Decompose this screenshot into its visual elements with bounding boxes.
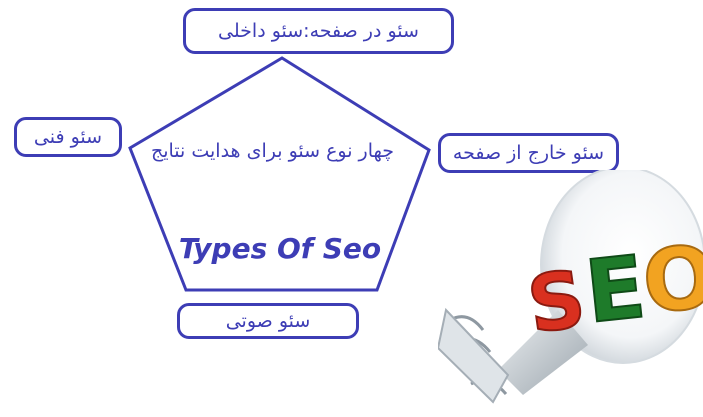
- seo-letter-e: E: [581, 237, 650, 343]
- seo-letter-o: O: [640, 228, 703, 333]
- node-off-page-seo: سئو خارج از صفحه: [438, 133, 619, 173]
- node-voice-seo-label: سئو صوتی: [225, 310, 311, 332]
- node-technical-seo-label: سئو فنی: [33, 126, 103, 148]
- seo-lightbulb-icon: S E O: [438, 170, 703, 404]
- node-on-page-seo: سئو در صفحه:سئو داخلی: [183, 8, 454, 54]
- node-technical-seo: سئو فنی: [14, 117, 122, 157]
- node-voice-seo: سئو صوتی: [177, 303, 359, 339]
- center-title-en: Types Of Seo: [178, 232, 382, 265]
- node-on-page-seo-label: سئو در صفحه:سئو داخلی: [218, 20, 419, 42]
- seo-letter-s: S: [522, 254, 590, 351]
- pentagon-shape: [128, 56, 431, 292]
- center-title-fa: چهار نوع سئو برای هدایت نتایج: [150, 140, 395, 162]
- node-off-page-seo-label: سئو خارج از صفحه: [452, 142, 605, 164]
